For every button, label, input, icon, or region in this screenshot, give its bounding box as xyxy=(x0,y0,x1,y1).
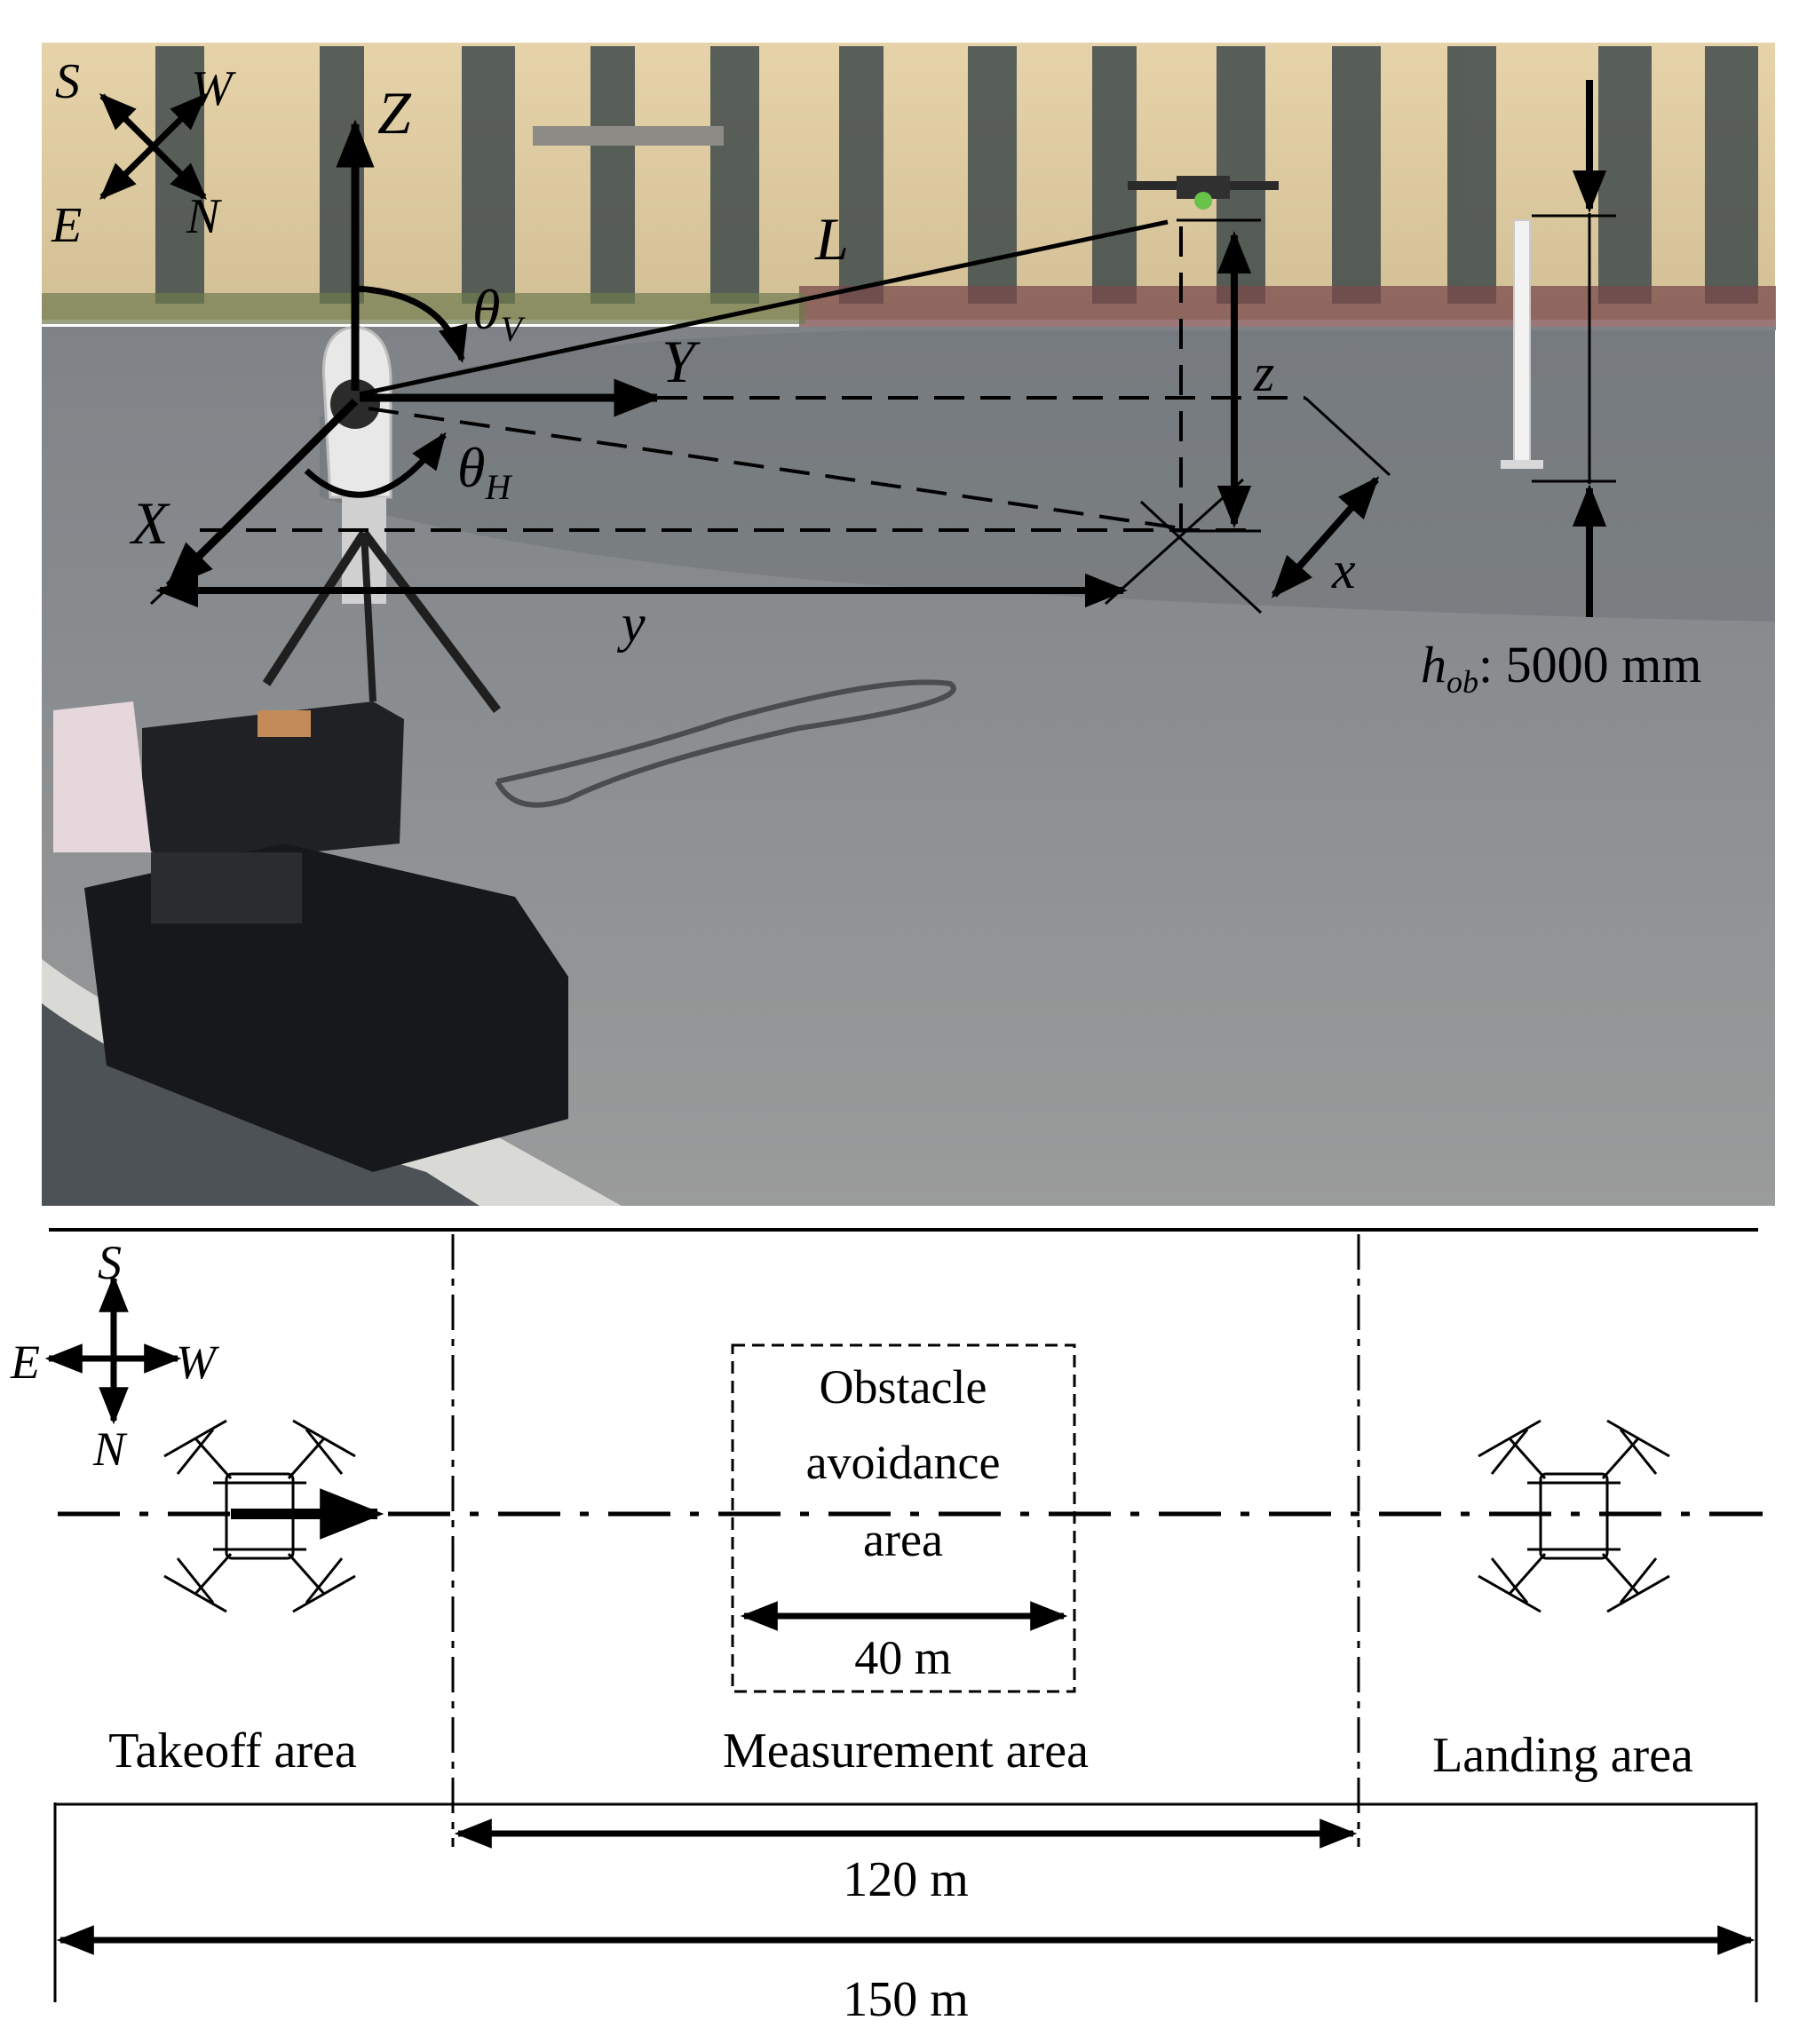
plan-compass xyxy=(44,1274,182,1425)
distance-label: L xyxy=(814,205,849,273)
obstacle-area-line-2: avoidance xyxy=(806,1436,1001,1489)
distance-line xyxy=(359,219,1169,397)
photo-labels: S W E N Z Y X L θV θH z x y hob: 5000 mm xyxy=(51,54,1701,700)
theta-v-label: θV xyxy=(472,278,526,349)
plaza-area xyxy=(320,330,1775,622)
obstacle-pole xyxy=(1513,219,1531,468)
theta-v-arc xyxy=(354,285,468,364)
y-offset-tick xyxy=(149,531,228,606)
plan-compass-north: N xyxy=(92,1422,128,1476)
compass-south: S xyxy=(55,54,80,109)
compass-north: N xyxy=(186,189,222,244)
takeoff-drone-icon xyxy=(163,1419,356,1613)
x-offset-arrow xyxy=(1271,476,1380,598)
compass-ne-sw-arrow xyxy=(99,93,207,200)
landing-drone-icon xyxy=(1478,1419,1670,1613)
photo-annotations xyxy=(99,80,1616,617)
layout-plan xyxy=(44,1228,1763,2002)
takeoff-area-label: Takeoff area xyxy=(108,1723,357,1779)
photo-panel xyxy=(42,43,1776,1206)
landing-area-label: Landing area xyxy=(1432,1728,1693,1783)
plan-labels: S E W N Obstacle avoidance area 40 m Tak… xyxy=(10,1236,1693,2027)
compass-east: E xyxy=(51,198,82,253)
y-axis-label: Y xyxy=(662,328,701,395)
x-axis-arrow xyxy=(165,398,359,590)
obstacle-area-line-3: area xyxy=(863,1513,943,1566)
photo-drone xyxy=(1128,176,1279,210)
projection-lines xyxy=(200,226,1305,532)
obstacle-height-label: hob: 5000 mm xyxy=(1421,636,1701,700)
ground-point-cross-2 xyxy=(1139,500,1263,614)
parked-motorbikes xyxy=(799,286,1776,330)
compass-west: W xyxy=(191,61,236,116)
measurement-area-label: Measurement area xyxy=(723,1723,1089,1779)
x-axis-label: X xyxy=(129,489,170,557)
theta-h-label: θH xyxy=(457,436,512,507)
pole-base xyxy=(1501,460,1543,469)
obstacle-area-box xyxy=(731,1343,1076,1693)
cable xyxy=(495,679,956,808)
equipment-cases xyxy=(53,701,568,1172)
obstacle-area-line-1: Obstacle xyxy=(820,1360,987,1414)
z-offset-label: z xyxy=(1253,344,1274,402)
x-offset-tick xyxy=(1304,396,1391,477)
y-offset-label: y xyxy=(616,594,646,653)
z-axis-label: Z xyxy=(377,79,412,147)
obstacle-length-label: 40 m xyxy=(854,1631,952,1684)
measurement-length-label: 120 m xyxy=(843,1852,969,1907)
plan-compass-west: W xyxy=(176,1335,220,1389)
building-canopy xyxy=(533,126,724,146)
theta-h-arc xyxy=(304,432,447,498)
plan-compass-south: S xyxy=(98,1236,122,1289)
x-offset-label: x xyxy=(1331,541,1356,599)
total-length-label: 150 m xyxy=(843,1972,969,2027)
photo-compass xyxy=(99,93,207,200)
plan-compass-east: E xyxy=(10,1335,40,1389)
